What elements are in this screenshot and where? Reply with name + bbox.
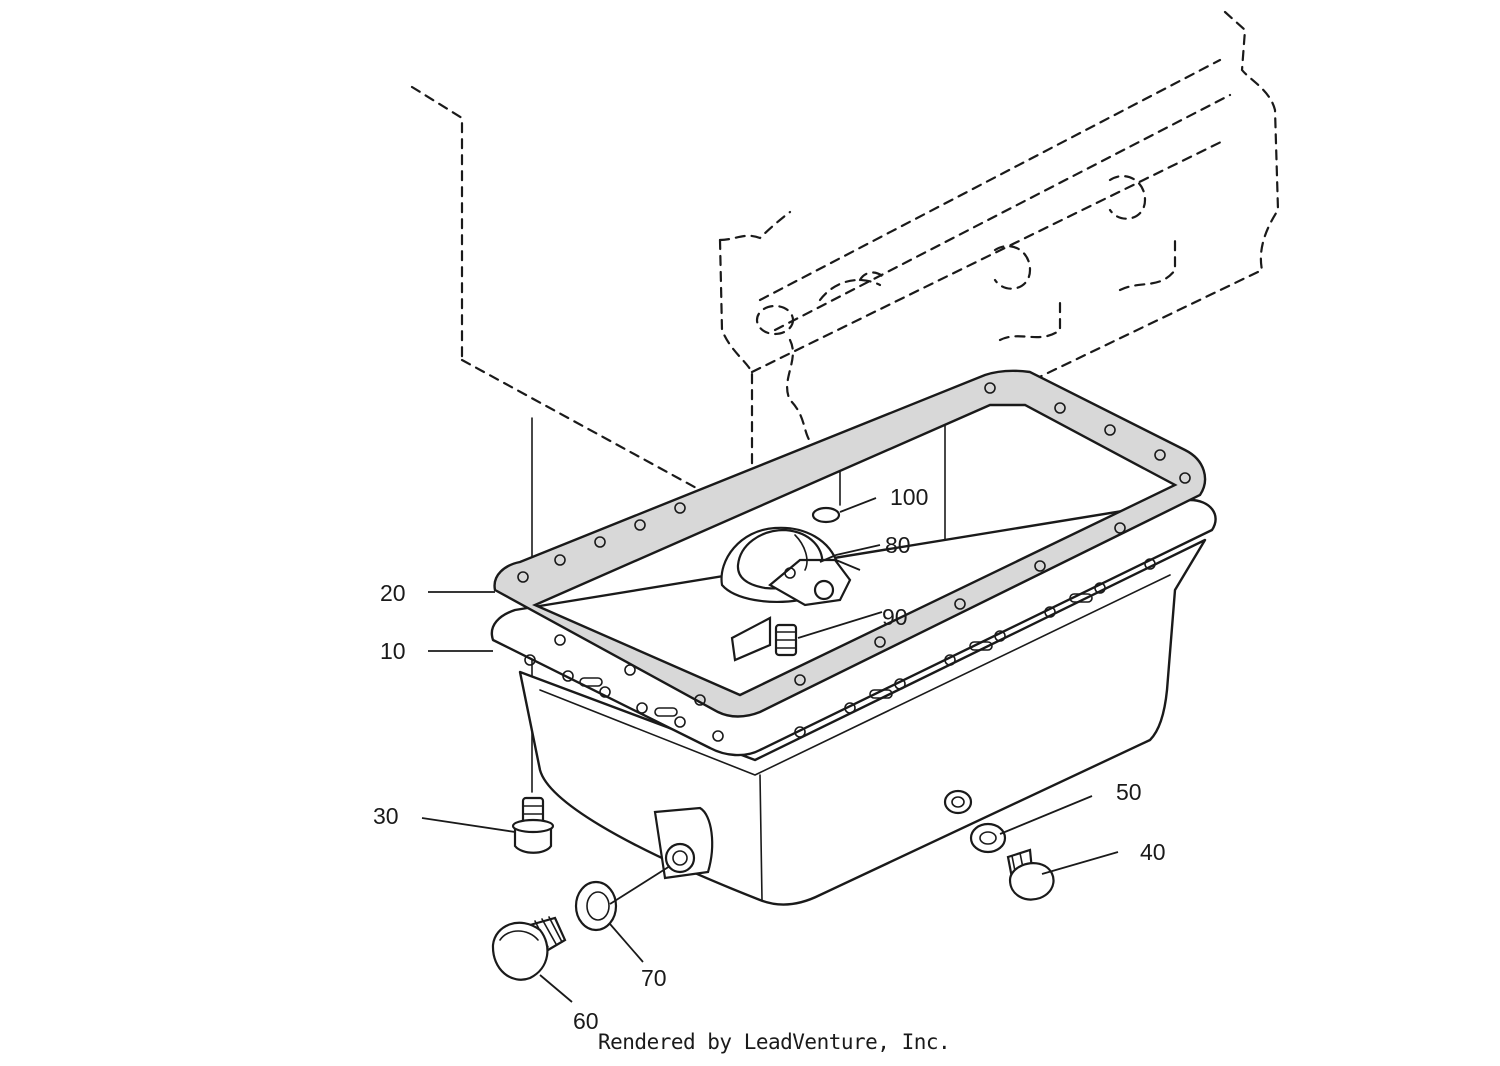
callout-80: 80 — [885, 532, 911, 558]
callout-40: 40 — [1140, 839, 1166, 865]
callout-60: 60 — [573, 1008, 599, 1034]
gasket-holes — [517, 382, 1191, 706]
o-ring — [811, 506, 841, 524]
engine-block-outline — [410, 10, 1280, 502]
pan-flange-holes — [524, 558, 1156, 742]
callouts: 20 10 30 40 50 60 70 80 90 100 — [373, 484, 1166, 1034]
drain-port — [664, 842, 696, 874]
callout-30: 30 — [373, 803, 399, 829]
drain-washer — [574, 880, 618, 932]
callout-20: 20 — [380, 580, 406, 606]
stud-bolt — [730, 616, 798, 662]
oil-pan-gasket — [493, 369, 1207, 718]
callout-70: 70 — [641, 965, 667, 991]
render-credit: Rendered by LeadVenture, Inc. — [598, 1030, 951, 1054]
callout-90: 90 — [882, 604, 908, 630]
flange-bolt — [511, 796, 555, 854]
small-washer — [969, 822, 1007, 854]
callout-50: 50 — [1116, 779, 1142, 805]
callout-100: 100 — [890, 484, 928, 510]
side-port — [943, 789, 973, 815]
leader-lines — [421, 497, 1119, 1003]
drain-plug — [491, 916, 567, 981]
oil-strainer — [720, 526, 852, 607]
callout-10: 10 — [380, 638, 406, 664]
small-plug — [1006, 848, 1055, 901]
